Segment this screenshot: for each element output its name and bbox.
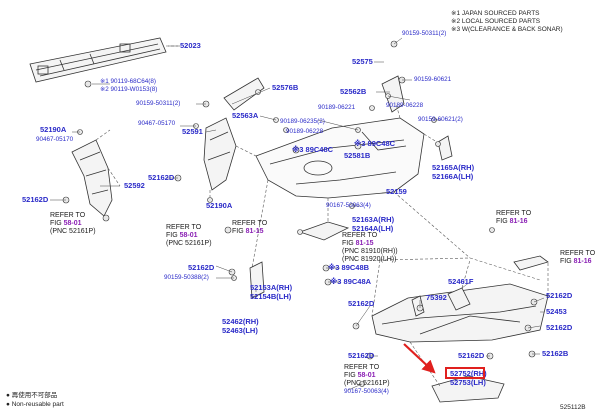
legend-english: ● Non-reusable part [6, 401, 64, 408]
part-label-52159[interactable]: 52159 [386, 187, 407, 196]
part-label-52162d-lower-left[interactable]: 52162D [348, 351, 375, 360]
part-label-52162d-left[interactable]: 52162D [148, 173, 175, 182]
part-label-90159-50311-left[interactable]: 90159-50311(2) [136, 100, 181, 107]
part-label-52154b[interactable]: 52154B(LH) [250, 292, 292, 301]
part-label-52752[interactable]: 52752(RH) [450, 369, 487, 378]
part-label-52162d-right-upper[interactable]: 52162D [546, 291, 573, 300]
garnish-52163a [298, 221, 350, 241]
part-label-52153a[interactable]: 52153A(RH) [250, 283, 293, 292]
leader-lines [50, 37, 545, 391]
bracket-52562b [381, 75, 405, 113]
part-label-89c48c-right[interactable]: ※3 89C48C [354, 139, 396, 148]
part-label-52753[interactable]: 52753(LH) [450, 378, 486, 387]
reinforcement-beam-52023 [29, 37, 167, 83]
part-label-90119-w0153[interactable]: ※2 90119-W0153(8) [100, 86, 158, 93]
part-label-52563a[interactable]: 52563A [232, 111, 259, 120]
part-label-52162d-center[interactable]: 52162D [188, 263, 215, 272]
fig-link-58-01-left[interactable]: 58-01 [63, 220, 82, 227]
fig-link-81-15-left[interactable]: 81-15 [245, 228, 264, 235]
refer-to-81-16-top: REFER TO FIG 81-16 [496, 210, 532, 225]
fig-link-81-16-right[interactable]: 81-16 [573, 258, 592, 265]
part-label-89c48a[interactable]: ※3 89C48A [330, 277, 372, 286]
highlight-arrow [403, 343, 436, 374]
part-label-52591[interactable]: 52591 [182, 127, 203, 136]
part-label-90189-06228-right[interactable]: 90189-06228 [386, 102, 424, 109]
part-label-52162d-lower-right[interactable]: 52162D [458, 351, 485, 360]
note-1: ※1 JAPAN SOURCED PARTS [451, 10, 540, 17]
part-label-52581b[interactable]: 52581B [344, 151, 371, 160]
part-label-52165a[interactable]: 52165A(RH) [432, 163, 475, 172]
bracket-52165a [437, 135, 453, 161]
fasteners [62, 40, 538, 387]
part-label-52463[interactable]: 52463(LH) [222, 326, 258, 335]
diagram-code: 525112B [560, 404, 586, 411]
reflector-81-16 [513, 255, 549, 271]
refer-to-58-01-left: REFER TO FIG 58-01 (PNC 52161P) [50, 212, 96, 235]
part-label-52162d-far-left[interactable]: 52162D [22, 195, 49, 204]
retainer-52591 [203, 117, 237, 191]
part-label-90189-06235[interactable]: 90189-06235(2) [280, 118, 325, 125]
part-label-52023[interactable]: 52023 [180, 41, 201, 50]
part-label-89c48c-left[interactable]: ※3 89C48C [292, 145, 334, 154]
bracket-52592 [71, 139, 113, 217]
refer-to-81-15-center: REFER TO FIG 81-15 (PNC 81910(RH)) (PNC … [342, 232, 398, 263]
note-2: ※2 LOCAL SOURCED PARTS [451, 18, 541, 25]
part-label-52453[interactable]: 52453 [546, 307, 567, 316]
part-label-90467-05170-upper[interactable]: 90467-05170 [138, 120, 176, 127]
fig-link-58-01-bottom[interactable]: 58-01 [357, 372, 376, 379]
fig-link-81-15-center[interactable]: 81-15 [355, 240, 374, 247]
part-label-90159-60621-upper[interactable]: 90159-60621 [414, 76, 452, 83]
part-label-52462[interactable]: 52462(RH) [222, 317, 259, 326]
part-label-90167-50063-upper[interactable]: 90167-50063(4) [326, 202, 371, 209]
part-label-75392[interactable]: 75392 [426, 293, 447, 302]
highlight-box-52752 [445, 367, 485, 379]
part-label-52162b[interactable]: 52162B [542, 349, 569, 358]
part-label-52190a-upper[interactable]: 52190A [40, 125, 67, 134]
part-label-52461f[interactable]: 52461F [448, 277, 474, 286]
part-label-52576b[interactable]: 52576B [272, 83, 299, 92]
part-label-52162d-mid[interactable]: 52162D [348, 299, 375, 308]
part-label-90159-60621-lower[interactable]: 90159-60621(2) [418, 116, 463, 123]
bumper-cover-52159 [255, 117, 425, 199]
part-label-52592[interactable]: 52592 [124, 181, 145, 190]
refer-to-81-16-right: REFER TO FIG 81-16 [560, 250, 596, 265]
part-label-90159-50311-right[interactable]: 90159-50311(2) [402, 30, 447, 37]
part-label-90189-06221-left[interactable]: 90189-06221 [318, 104, 356, 111]
part-label-52562b[interactable]: 52562B [340, 87, 367, 96]
part-label-90189-06228-left[interactable]: 90189-06228 [286, 128, 324, 135]
part-label-89c48b[interactable]: ※3 89C48B [328, 263, 370, 272]
part-label-90167-50063-lower[interactable]: 90167-50063(4) [344, 388, 389, 395]
part-label-52163a[interactable]: 52163A(RH) [352, 215, 395, 224]
note-3: ※3 W(CLEARANCE & BACK SONAR) [451, 26, 563, 33]
part-label-52164a[interactable]: 52164A(LH) [352, 224, 394, 233]
fig-link-58-01-center[interactable]: 58-01 [179, 232, 198, 239]
bracket-52461f [447, 287, 471, 311]
bracket-52153a [249, 261, 265, 299]
refer-to-58-01-bottom: REFER TO FIG 58-01 (PNC 52161P) [344, 364, 390, 387]
refer-to-81-15-left: REFER TO FIG 81-15 [232, 220, 268, 235]
legend-japanese: ● 再使用不可部品 [6, 392, 58, 399]
part-label-52162d-right-lower[interactable]: 52162D [546, 323, 573, 332]
part-label-90119-68c64[interactable]: ※1 90119-68C64(8) [100, 78, 156, 85]
part-label-90159-50388[interactable]: 90159-50388(2) [164, 274, 209, 281]
part-label-52575[interactable]: 52575 [352, 57, 373, 66]
bracket-52576b [223, 77, 265, 111]
part-label-52190a-lower[interactable]: 52190A [206, 201, 233, 210]
fig-link-81-16-top[interactable]: 81-16 [509, 218, 528, 225]
refer-to-58-01-center: REFER TO FIG 58-01 (PNC 52161P) [166, 224, 212, 247]
part-label-90467-05170-left[interactable]: 90467-05170 [36, 136, 74, 143]
part-label-52166a[interactable]: 52166A(LH) [432, 172, 474, 181]
